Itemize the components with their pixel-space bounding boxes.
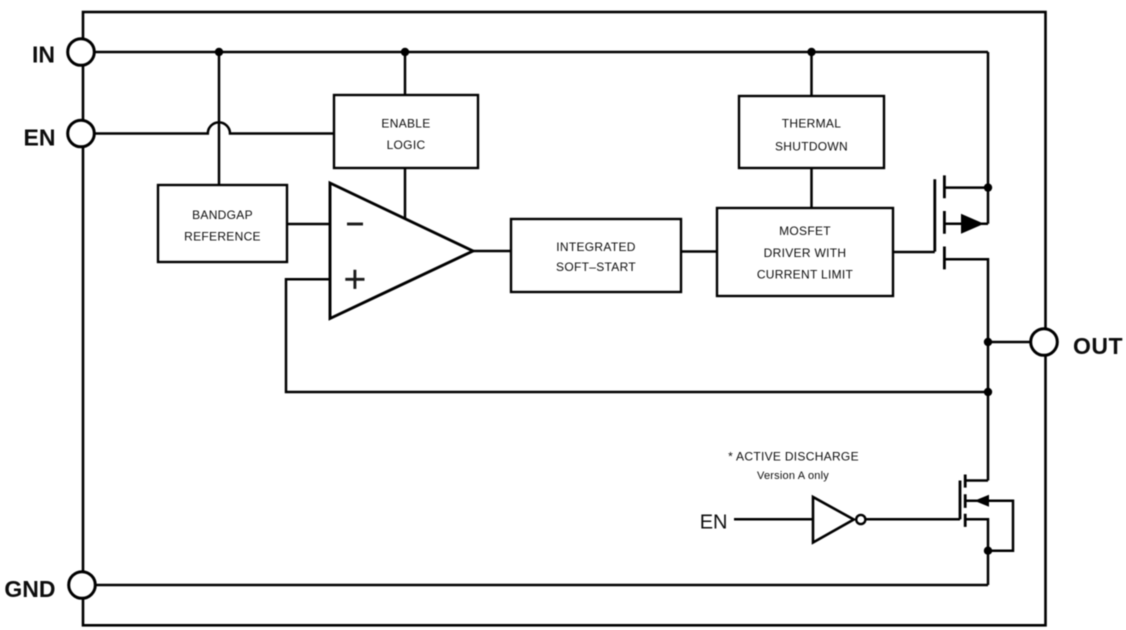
svg-text:EN: EN xyxy=(24,125,56,151)
svg-text:IN: IN xyxy=(32,42,55,68)
svg-text:REFERENCE: REFERENCE xyxy=(184,230,261,244)
svg-text:SHUTDOWN: SHUTDOWN xyxy=(775,139,848,153)
svg-text:* ACTIVE DISCHARGE: * ACTIVE DISCHARGE xyxy=(728,449,859,463)
svg-text:CURRENT LIMIT: CURRENT LIMIT xyxy=(757,267,854,281)
svg-text:EN: EN xyxy=(700,512,728,534)
svg-text:THERMAL: THERMAL xyxy=(782,116,841,130)
svg-text:ENABLE: ENABLE xyxy=(381,116,430,130)
svg-text:INTEGRATED: INTEGRATED xyxy=(556,240,635,254)
svg-text:BANDGAP: BANDGAP xyxy=(192,208,253,222)
svg-text:DRIVER WITH: DRIVER WITH xyxy=(764,246,847,260)
svg-text:Version A only: Version A only xyxy=(757,470,829,482)
svg-text:OUT: OUT xyxy=(1073,333,1123,359)
svg-text:LOGIC: LOGIC xyxy=(387,138,426,152)
svg-text:GND: GND xyxy=(4,576,55,602)
svg-text:SOFT–START: SOFT–START xyxy=(556,260,636,274)
svg-text:MOSFET: MOSFET xyxy=(779,224,831,238)
